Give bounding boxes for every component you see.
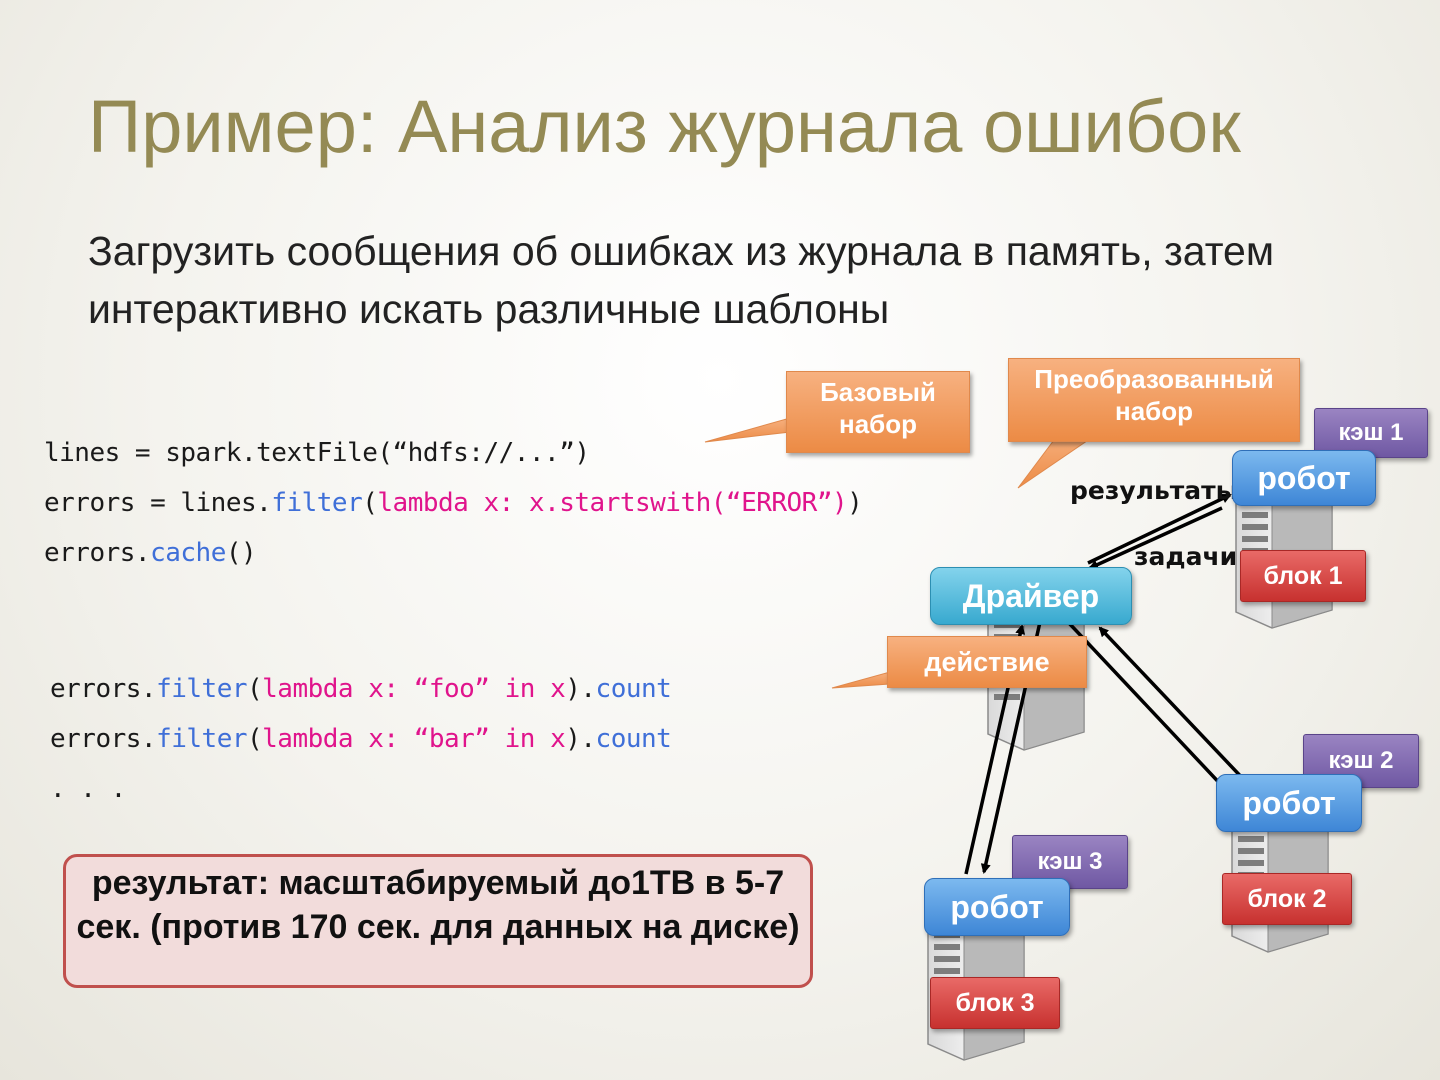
worker-1-label: робот bbox=[1257, 460, 1350, 496]
code-token: ). bbox=[565, 674, 595, 704]
callout-tail-action bbox=[832, 672, 890, 688]
callout-action: действие bbox=[887, 636, 1087, 688]
arrow-results-from-worker-2 bbox=[1100, 628, 1248, 784]
code-token: cache bbox=[150, 538, 226, 568]
results-label: результаты bbox=[1070, 476, 1238, 505]
driver-box: Драйвер bbox=[930, 567, 1132, 625]
arrow-tasks-to-worker-2 bbox=[1068, 622, 1226, 790]
code-line: . . . bbox=[50, 764, 671, 814]
cache-2-label: кэш 2 bbox=[1329, 747, 1394, 774]
code-token: lambda x: “bar” in x bbox=[262, 724, 565, 754]
block-1-badge: блок 1 bbox=[1240, 550, 1366, 602]
code-line: errors.cache() bbox=[44, 528, 862, 578]
block-1-label: блок 1 bbox=[1263, 562, 1342, 590]
block-3-badge: блок 3 bbox=[930, 977, 1060, 1029]
code-token: ( bbox=[247, 674, 262, 704]
code-line: errors = lines.filter(lambda x: x.starts… bbox=[44, 478, 862, 528]
worker-2-box: робот bbox=[1216, 774, 1362, 832]
code-token: lambda x: “foo” in x bbox=[262, 674, 565, 704]
code-line: errors.filter(lambda x: “bar” in x).coun… bbox=[50, 714, 671, 764]
code-token: ( bbox=[362, 488, 377, 518]
code-token: ). bbox=[565, 724, 595, 754]
driver-label: Драйвер bbox=[963, 578, 1099, 614]
code-token: count bbox=[596, 724, 672, 754]
code-line: errors.filter(lambda x: “foo” in x).coun… bbox=[50, 664, 671, 714]
cache-3-label: кэш 3 bbox=[1038, 848, 1103, 875]
code-token: filter bbox=[156, 674, 247, 704]
callout-base-label: Базовый набор bbox=[820, 377, 936, 439]
code-token: errors. bbox=[50, 724, 156, 754]
callout-transformed-label: Преобразованный набор bbox=[1034, 364, 1273, 426]
worker-3-label: робот bbox=[950, 889, 1043, 925]
code-token: errors = lines. bbox=[44, 488, 271, 518]
callout-transformed-dataset: Преобразованный набор bbox=[1008, 358, 1300, 442]
callout-action-label: действие bbox=[924, 647, 1049, 677]
code-block-setup: lines = spark.textFile(“hdfs://...”) erro… bbox=[44, 428, 862, 578]
block-2-badge: блок 2 bbox=[1222, 873, 1352, 925]
code-token: () bbox=[226, 538, 256, 568]
code-token: filter bbox=[271, 488, 362, 518]
cache-1-label: кэш 1 bbox=[1339, 419, 1404, 446]
tasks-label: задачи bbox=[1134, 542, 1237, 571]
code-token: ) bbox=[847, 488, 862, 518]
result-summary-text: результат: масштабируемый до1TB в 5-7 се… bbox=[76, 864, 799, 946]
code-token: errors. bbox=[50, 674, 156, 704]
code-token: . . . bbox=[50, 774, 126, 804]
code-token: lambda x: x.startswith(“ERROR”) bbox=[377, 488, 847, 518]
worker-3-box: робот bbox=[924, 878, 1070, 936]
worker-1-box: робот bbox=[1232, 450, 1376, 506]
code-block-queries: errors.filter(lambda x: “foo” in x).coun… bbox=[50, 664, 671, 814]
code-token: count bbox=[596, 674, 672, 704]
callout-base-dataset: Базовый набор bbox=[786, 371, 970, 453]
block-2-label: блок 2 bbox=[1247, 885, 1326, 913]
result-summary-box: результат: масштабируемый до1TB в 5-7 се… bbox=[63, 854, 813, 988]
code-token: ( bbox=[247, 724, 262, 754]
code-token: errors. bbox=[44, 538, 150, 568]
worker-2-label: робот bbox=[1242, 785, 1335, 821]
code-token: lines = spark.textFile(“hdfs://...”) bbox=[44, 438, 590, 468]
block-3-label: блок 3 bbox=[955, 989, 1034, 1017]
code-token: filter bbox=[156, 724, 247, 754]
code-line: lines = spark.textFile(“hdfs://...”) bbox=[44, 428, 862, 478]
